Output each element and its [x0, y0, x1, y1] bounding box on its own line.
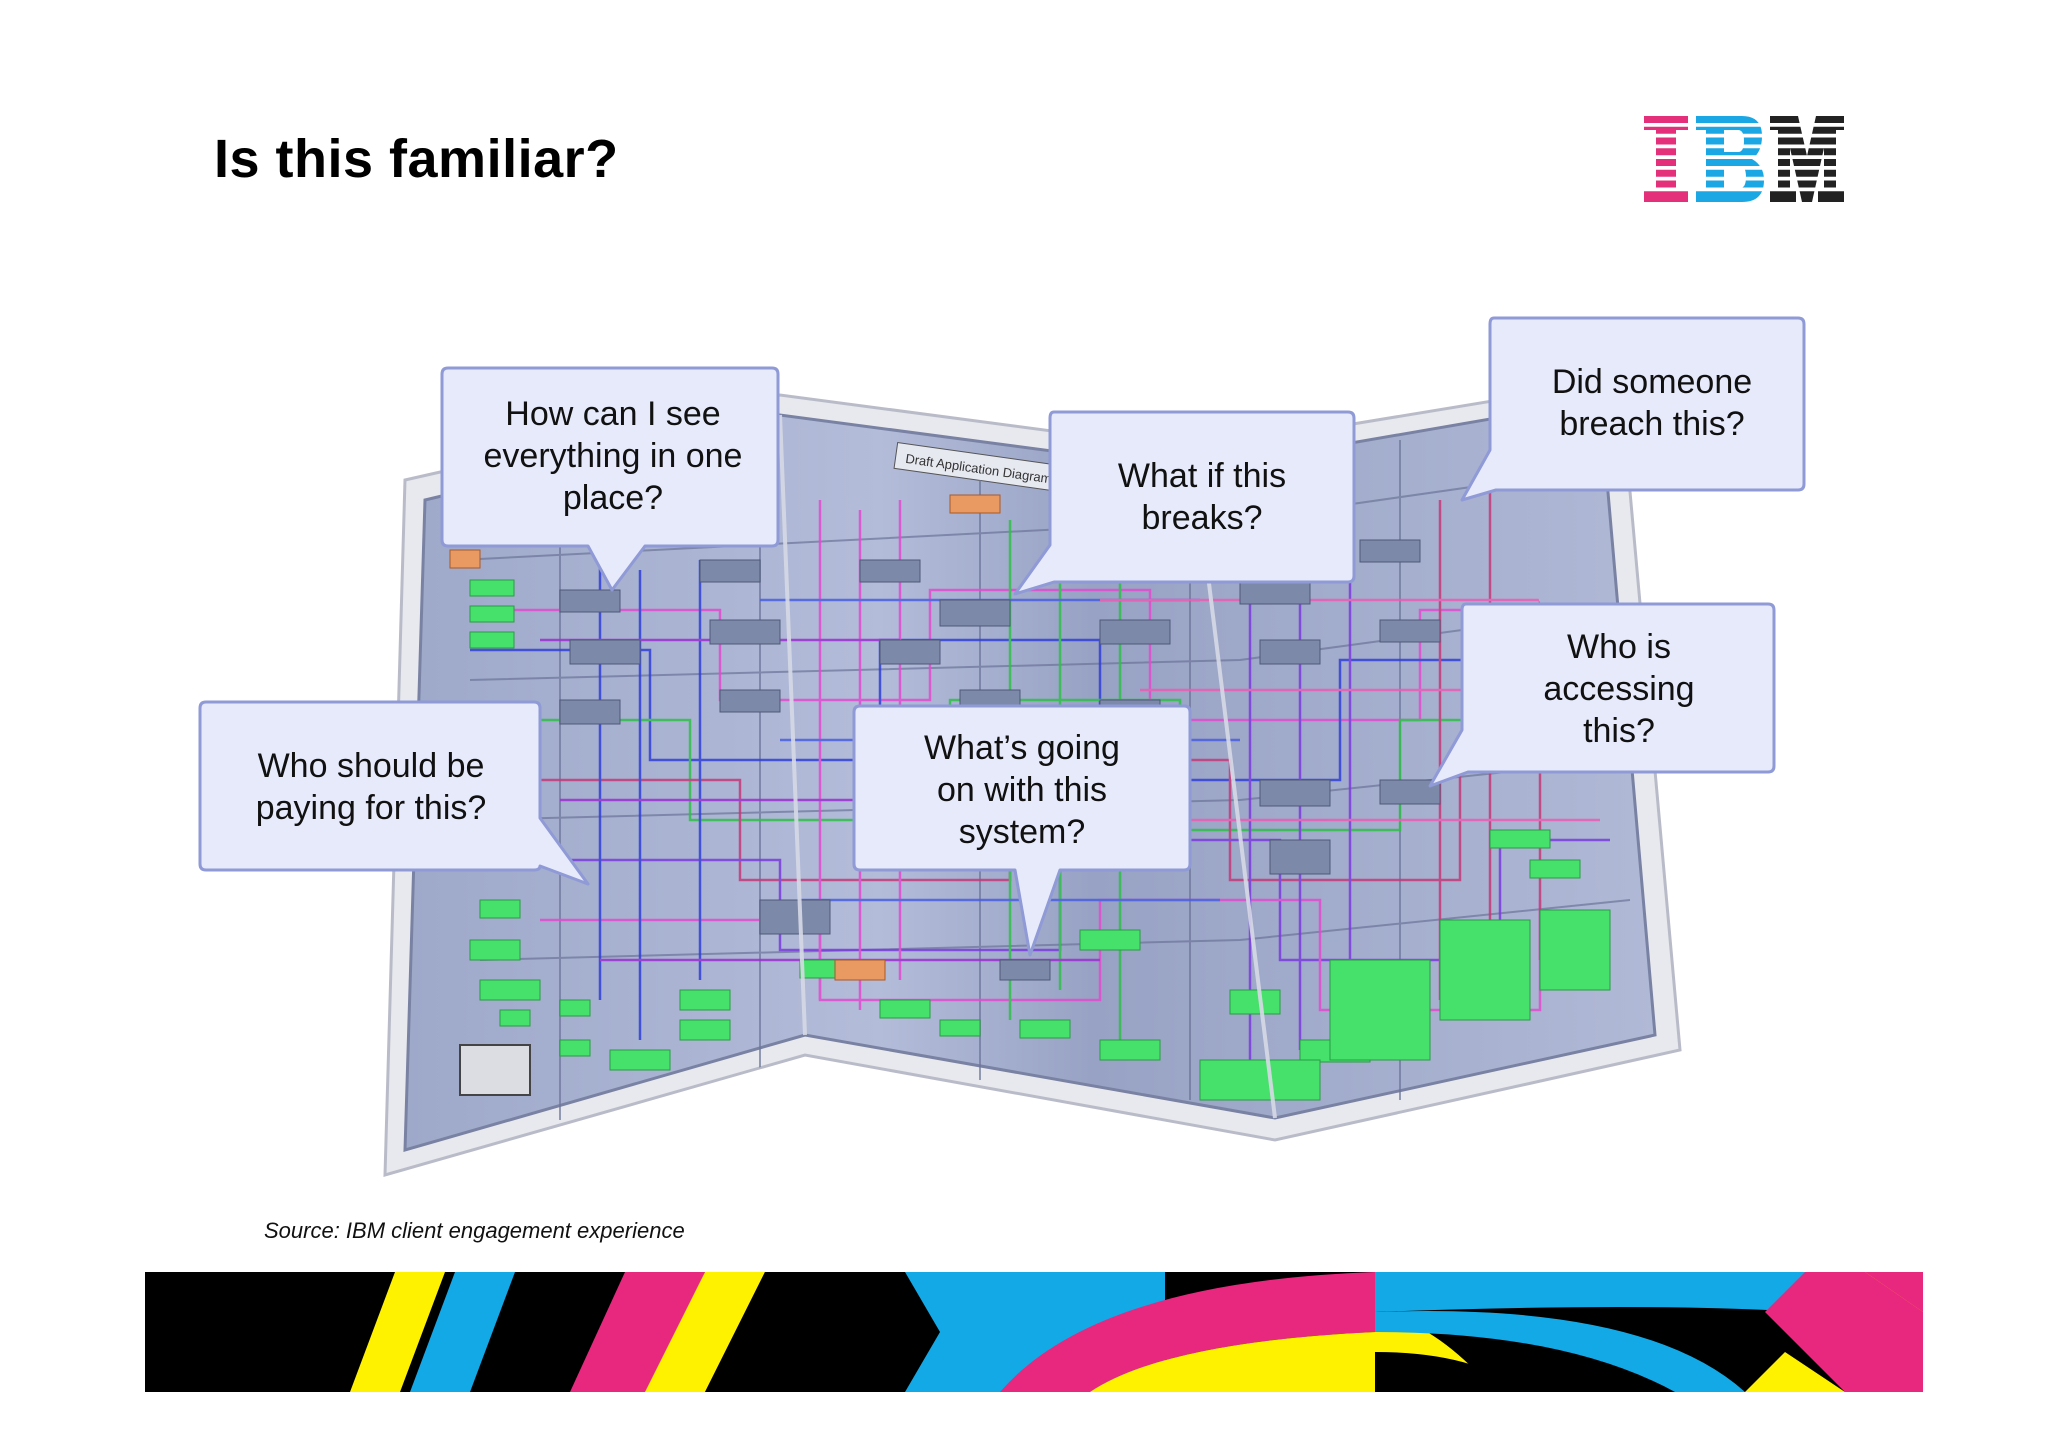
bubble-whats-going-on: What’s going on with this system? — [924, 729, 1120, 851]
bubble-shape-who-paying — [198, 700, 590, 886]
source-note: Source: IBM client engagement experience — [264, 1218, 685, 1243]
bubble-shape-who-accessing — [1428, 602, 1776, 788]
bubble-what-if-breaks: What if this breaks? — [1117, 457, 1287, 537]
bubble-shape-what-if-breaks — [1013, 410, 1356, 596]
slide-title: Is this familiar? — [214, 129, 619, 189]
bubble-see-everything: How can I see everything in one place? — [483, 395, 743, 517]
ibm-logo-icon — [1644, 116, 1844, 202]
bubble-shape-see-everything — [440, 366, 780, 592]
bubble-who-accessing: Who is accessing this? — [1543, 628, 1695, 750]
bubble-shape-breach — [1460, 316, 1806, 502]
bubble-breach: Did someone breach this? — [1551, 363, 1753, 443]
footer-graphic-band — [145, 1272, 1923, 1392]
bubble-who-paying: Who should be paying for this? — [255, 747, 487, 827]
bubble-shape-whats-going-on — [852, 704, 1192, 957]
